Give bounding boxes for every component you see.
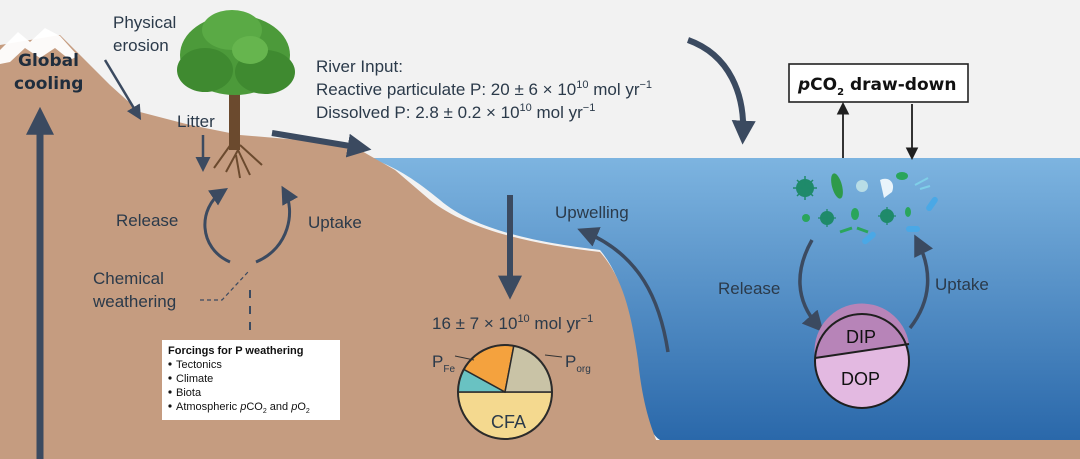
forcings-item-biota: Biota [176, 387, 202, 399]
chemical-weathering-label-1: Chemical [93, 269, 164, 288]
land-release-arc [203, 187, 231, 264]
tree-icon [177, 10, 295, 179]
burial-flux-label: 16 ± 7 × 1010 mol yr−1 [432, 313, 593, 333]
upwelling-arrow [577, 227, 670, 353]
forcings-item-climate: Climate [176, 373, 213, 385]
physical-erosion-label-2: erosion [113, 36, 169, 55]
river-input-arrow [271, 130, 372, 158]
litter-label: Litter [177, 112, 215, 131]
dop-label: DOP [841, 369, 880, 389]
forcings-box: Forcings for P weathering Tectonics Clim… [162, 340, 340, 420]
chemical-weathering-label-2: weathering [92, 292, 176, 311]
physical-erosion-arrow [103, 59, 142, 121]
land-uptake-arc [255, 185, 299, 264]
pie-outline [457, 344, 553, 440]
burial-pie-chart [457, 344, 553, 440]
plankton-icon [793, 172, 938, 245]
upwelling-label: Upwelling [555, 203, 629, 222]
dip-dop-circle [814, 303, 910, 409]
forcings-box-title: Forcings for P weathering [168, 345, 304, 357]
ocean-floor [620, 440, 1080, 459]
ocean-release-label: Release [718, 279, 780, 298]
global-cooling-label-1: Global [18, 51, 79, 71]
pie-leader-pfe [454, 355, 475, 361]
pie-label-cfa: CFA [491, 412, 526, 432]
dip-label: DIP [846, 327, 876, 347]
snow-cap [0, 28, 78, 64]
land-release-label: Release [116, 211, 178, 230]
global-cooling-label-2: cooling [14, 74, 83, 94]
pie-leader-porg [544, 354, 563, 358]
river-dissolved-label: Dissolved P: 2.8 ± 0.2 × 1010 mol yr−1 [316, 102, 595, 122]
weathering-leader [200, 271, 249, 301]
ocean-input-arrow [686, 37, 756, 145]
physical-erosion-label-1: Physical [113, 13, 176, 32]
ocean-release-arrow [798, 239, 824, 333]
forcings-item-atmospheric: Atmospheric pCO2 and pO2 [176, 401, 310, 415]
ocean-uptake-arrow [908, 234, 934, 330]
pco2-box: pCO2 draw-down [788, 63, 969, 103]
river-input-title: River Input: [316, 57, 403, 76]
forcings-item-tectonics: Tectonics [176, 359, 222, 371]
pie-label-pfe: PFe [432, 352, 455, 375]
river-reactive-label: Reactive particulate P: 20 ± 6 × 1010 mo… [316, 79, 652, 99]
pie-label-porg: Porg [565, 352, 591, 375]
land-uptake-label: Uptake [308, 213, 362, 232]
pco2-label: pCO2 draw-down [797, 75, 956, 98]
ocean-uptake-label: Uptake [935, 275, 989, 294]
